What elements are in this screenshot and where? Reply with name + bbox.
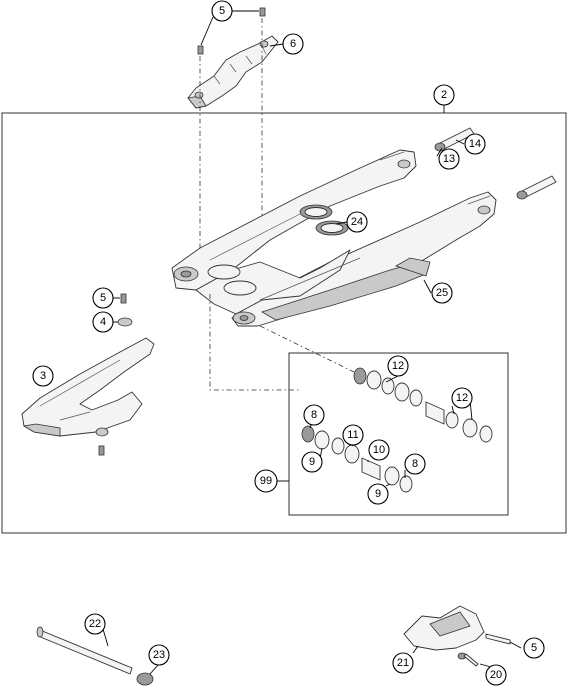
callout-9-right: 9	[367, 483, 389, 505]
callout-10: 10	[368, 439, 390, 461]
callout-label: 12	[456, 392, 468, 404]
callout-12-right: 12	[451, 387, 473, 409]
callout-22: 22	[84, 613, 106, 635]
bearing-kit-row-upper	[353, 367, 493, 443]
callout-label: 99	[260, 475, 272, 487]
callout-label: 6	[290, 38, 296, 50]
callout-label: 11	[347, 429, 358, 441]
lower-chain-guide-part	[403, 605, 511, 667]
callout-13: 13	[438, 148, 460, 170]
chain-guide-part	[21, 337, 155, 437]
callout-label: 4	[100, 316, 106, 328]
callout-label: 5	[531, 642, 537, 654]
callout-23: 23	[148, 644, 170, 666]
callout-5-bottom: 5	[523, 637, 545, 659]
callout-24: 24	[346, 211, 368, 233]
callout-label: 8	[412, 458, 418, 470]
callout-5-left: 5	[92, 287, 114, 309]
callout-8-left: 8	[303, 404, 325, 426]
callout-label: 14	[469, 138, 481, 150]
callout-11: 11	[342, 424, 364, 446]
adjuster-bolt-part	[434, 127, 557, 200]
callout-label: 10	[373, 444, 385, 456]
callout-label: 20	[490, 669, 502, 681]
callout-9-left: 9	[301, 451, 323, 473]
swingarm-assembly-frame	[1, 112, 567, 534]
bearing-kit-frame	[288, 352, 509, 516]
callout-label: 23	[153, 649, 165, 661]
callout-6: 6	[282, 33, 304, 55]
callout-label: 22	[89, 618, 101, 630]
callout-label: 3	[40, 370, 46, 382]
callout-label: 9	[309, 456, 315, 468]
screw-top-pair	[197, 7, 266, 55]
callout-14: 14	[464, 133, 486, 155]
callout-label: 9	[375, 488, 381, 500]
callout-20: 20	[485, 664, 507, 686]
axle-part	[36, 626, 133, 675]
callout-99: 99	[254, 469, 278, 493]
callout-4: 4	[92, 311, 114, 333]
callout-5-top: 5	[211, 0, 233, 22]
callout-label: 21	[397, 657, 409, 669]
callout-3: 3	[32, 365, 54, 387]
callout-label: 24	[351, 216, 363, 228]
center-line	[209, 294, 300, 391]
leader-lines	[102, 10, 522, 675]
callout-label: 8	[311, 409, 317, 421]
callout-2: 2	[433, 84, 455, 106]
chain-guide-fasteners	[95, 427, 109, 456]
callout-label: 5	[219, 5, 225, 17]
callout-label: 5	[100, 292, 106, 304]
callout-label: 12	[392, 360, 404, 372]
callout-21: 21	[392, 652, 414, 674]
washer-part	[117, 317, 133, 327]
callout-label: 2	[441, 89, 447, 101]
swingarm-part	[171, 149, 497, 327]
center-line	[259, 325, 355, 373]
callout-25: 25	[431, 282, 453, 304]
callout-12-upper: 12	[387, 355, 409, 377]
callout-8-right: 8	[404, 453, 426, 475]
screw-part	[120, 293, 127, 304]
callout-label: 25	[436, 287, 448, 299]
axle-nut-part	[136, 672, 154, 686]
callout-label: 13	[443, 153, 455, 165]
